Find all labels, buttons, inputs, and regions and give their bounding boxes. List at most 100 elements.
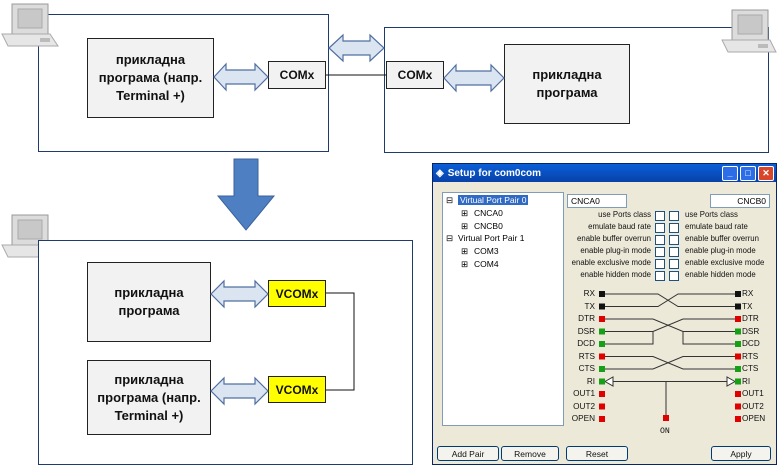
signal-dot — [735, 303, 741, 310]
tree-item-pair1-b[interactable]: COM4 — [474, 259, 499, 269]
option-right-label: emulate baud rate — [685, 222, 748, 231]
signal-dot — [735, 378, 741, 385]
signal-dot — [735, 316, 741, 322]
checkbox-left[interactable] — [655, 271, 665, 281]
bottom-vport-1: VCOMx — [268, 280, 326, 307]
bottom-app-box-1: прикладна програма — [87, 262, 211, 342]
double-arrow-top-right — [443, 63, 505, 93]
tree-collapse-icon[interactable]: ⊟ — [446, 195, 454, 205]
tree-expand-icon[interactable]: ⊞ — [461, 208, 469, 218]
app-label-line2: програма — [536, 85, 598, 100]
top-right-port: COMx — [386, 61, 444, 89]
tree-item-pair1[interactable]: Virtual Port Pair 1 — [458, 233, 525, 243]
option-left-label: emulate baud rate — [588, 222, 651, 231]
option-left-label: enable hidden mode — [580, 270, 651, 279]
double-arrow-bottom-2 — [210, 376, 269, 406]
signal-dot — [599, 403, 605, 410]
maximize-icon[interactable]: □ — [740, 165, 756, 181]
checkbox-right[interactable] — [669, 235, 679, 245]
app-label-line1: прикладна — [532, 67, 602, 82]
signal-dot — [735, 403, 741, 410]
app-label-line1: прикладна — [114, 285, 184, 300]
option-right-label: enable exclusive mode — [685, 258, 765, 267]
signal-label: RX — [583, 289, 595, 298]
signal-dot — [599, 316, 605, 322]
signal-label: OPEN — [571, 414, 595, 423]
tree-item-pair0[interactable]: Virtual Port Pair 0 — [458, 195, 529, 205]
option-left-label: enable buffer overrun — [577, 234, 651, 243]
checkbox-left[interactable] — [655, 223, 665, 233]
signal-dot — [599, 366, 605, 372]
minimize-icon[interactable]: _ — [722, 165, 738, 181]
checkbox-right[interactable] — [669, 211, 679, 221]
checkbox-right[interactable] — [669, 259, 679, 269]
remove-button[interactable]: Remove — [501, 446, 559, 461]
option-right-label: use Ports class — [685, 210, 738, 219]
left-port-name-field[interactable]: CNCA0 — [567, 194, 627, 208]
right-signal-dots — [735, 291, 741, 422]
apply-button[interactable]: Apply — [711, 446, 771, 461]
tree-item-pair1-a[interactable]: COM3 — [474, 246, 499, 256]
down-arrow — [216, 158, 276, 231]
checkbox-right[interactable] — [669, 223, 679, 233]
top-right-app-box: прикладна програма — [504, 44, 630, 124]
checkbox-left[interactable] — [655, 247, 665, 257]
tree-expand-icon[interactable]: ⊞ — [461, 221, 469, 231]
close-icon[interactable]: ✕ — [758, 165, 774, 181]
checkbox-left[interactable] — [655, 211, 665, 221]
option-left-label: use Ports class — [598, 210, 651, 219]
tree-expand-icon[interactable]: ⊞ — [461, 259, 469, 269]
option-left-label: enable exclusive mode — [571, 258, 651, 267]
option-right-label: enable buffer overrun — [685, 234, 759, 243]
checkbox-right[interactable] — [669, 247, 679, 257]
signal-dot — [599, 391, 605, 397]
signal-dot — [735, 353, 741, 360]
options-left: use Ports class emulate baud rate enable… — [565, 209, 651, 281]
signal-label: RTS — [742, 351, 759, 361]
dialog-titlebar: ◈ Setup for com0com _ □ ✕ — [433, 164, 776, 182]
checkbox-right[interactable] — [669, 271, 679, 281]
checkbox-left[interactable] — [655, 235, 665, 245]
signal-dot — [599, 353, 605, 360]
signal-wiring — [599, 291, 741, 422]
tree-item-pair0-a[interactable]: CNCA0 — [474, 208, 503, 218]
checkbox-left[interactable] — [655, 259, 665, 269]
bottom-vport-2: VCOMx — [268, 376, 326, 403]
left-signal-dots — [599, 291, 605, 422]
double-arrow-network — [328, 33, 385, 63]
signal-label: OPEN — [742, 414, 766, 423]
app-label-line1: прикладна — [114, 371, 184, 387]
dialog-title: Setup for com0com — [447, 167, 542, 179]
reset-button[interactable]: Reset — [566, 446, 628, 461]
tree-collapse-icon[interactable]: ⊟ — [446, 233, 454, 243]
signal-dot — [599, 303, 605, 310]
port-tree[interactable]: ⊟ Virtual Port Pair 0 ⊞ CNCA0 ⊞ CNCB0 ⊟ … — [442, 192, 564, 426]
tree-expand-icon[interactable]: ⊞ — [461, 246, 469, 256]
signal-label: RI — [742, 376, 751, 386]
signal-dot — [735, 416, 741, 422]
signal-label: CTS — [578, 364, 595, 373]
bottom-app-box-2: прикладна програма (напр. Terminal +) — [87, 360, 211, 435]
add-pair-button[interactable]: Add Pair — [437, 446, 499, 461]
signal-label: RI — [586, 376, 595, 386]
computer-icon-top-right — [721, 9, 777, 53]
vcom-link-line — [326, 292, 355, 391]
signal-dot — [599, 341, 605, 347]
signal-label: TX — [742, 301, 753, 311]
signal-label: DTR — [742, 314, 759, 323]
signal-label: RX — [742, 289, 754, 298]
signal-label: OUT2 — [742, 401, 764, 411]
right-port-name-field[interactable]: CNCB0 — [710, 194, 770, 208]
signal-label: DTR — [578, 314, 595, 323]
signal-label: RTS — [578, 351, 595, 361]
app-label-line2: програма (напр. — [97, 389, 201, 405]
app-label-line2: програма — [118, 303, 180, 318]
app-label-line2: програма (напр. — [98, 70, 203, 85]
signal-dot — [735, 291, 741, 297]
app-label-line3: Terminal +) — [114, 407, 184, 423]
signal-label: DSR — [742, 326, 760, 336]
tree-item-pair0-b[interactable]: CNCB0 — [474, 221, 503, 231]
signal-label: DCD — [577, 339, 595, 348]
options-checkboxes — [655, 211, 681, 283]
